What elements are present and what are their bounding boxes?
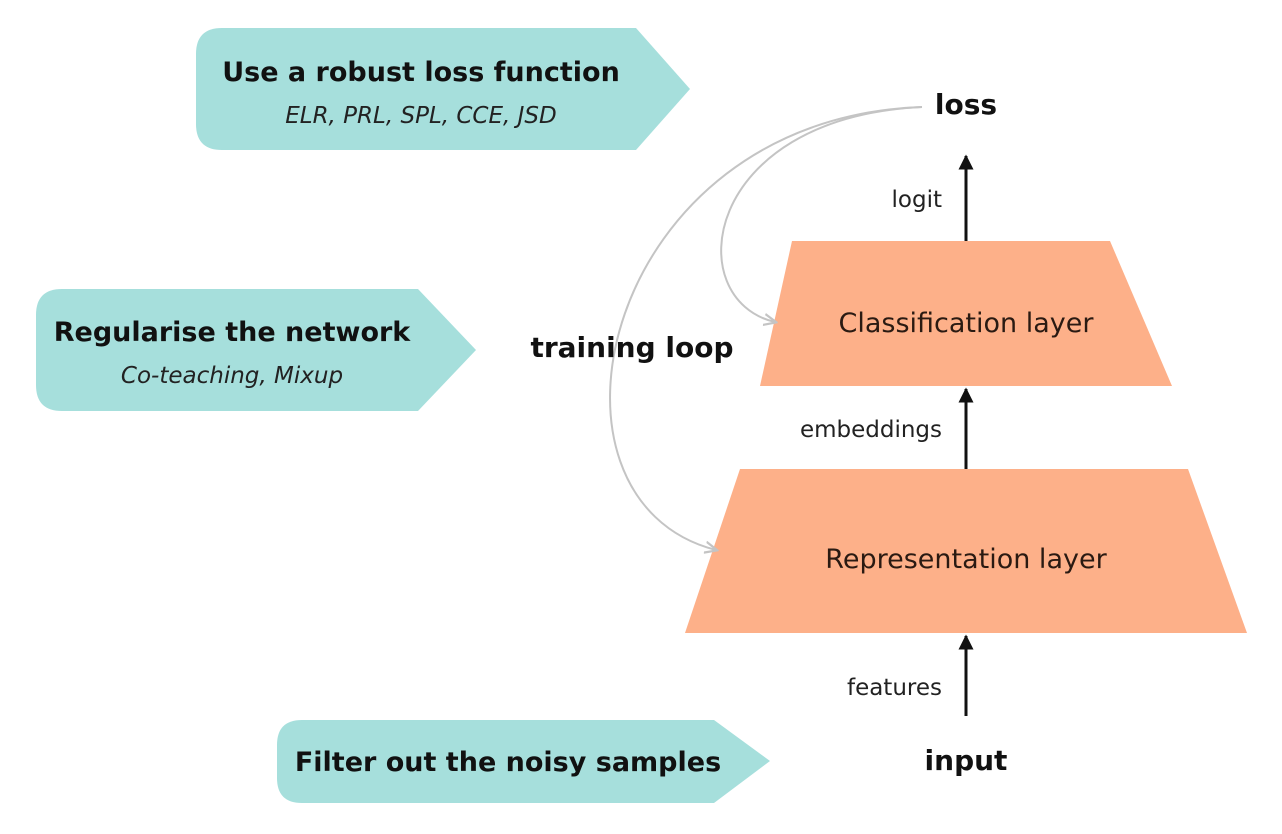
classification-layer-shape	[760, 241, 1172, 386]
callout-robust-loss-title: Use a robust loss function	[222, 57, 620, 88]
logit-label: logit	[892, 187, 942, 213]
callout-regularise-title: Regularise the network	[54, 317, 412, 348]
features-label: features	[847, 675, 942, 701]
representation-layer-shape	[685, 469, 1247, 633]
loss-label: loss	[935, 88, 997, 121]
training-loop-label: training loop	[530, 331, 733, 364]
callout-filter-title: Filter out the noisy samples	[295, 747, 721, 778]
callout-regularise-subtitle: Co-teaching, Mixup	[121, 363, 343, 389]
representation-layer: Representation layer	[685, 469, 1247, 633]
classification-layer: Classification layer	[760, 241, 1172, 386]
embeddings-label: embeddings	[800, 417, 942, 443]
training-loop-arrow-to-classification	[720, 106, 923, 322]
callout-robust-loss-subtitle: ELR, PRL, SPL, CCE, JSD	[285, 103, 557, 129]
callout-regularise-shape	[36, 289, 476, 411]
input-label: input	[925, 744, 1008, 777]
callout-regularise: Regularise the network Co-teaching, Mixu…	[36, 289, 476, 411]
training-loop-arrow-to-representation	[609, 106, 923, 550]
classification-layer-label: Classification layer	[839, 308, 1095, 339]
callout-filter-shape	[277, 720, 770, 803]
representation-layer-label: Representation layer	[825, 544, 1107, 575]
callout-robust-loss-shape	[196, 28, 690, 150]
callout-filter: Filter out the noisy samples	[277, 720, 770, 803]
callout-robust-loss: Use a robust loss function ELR, PRL, SPL…	[196, 28, 690, 150]
